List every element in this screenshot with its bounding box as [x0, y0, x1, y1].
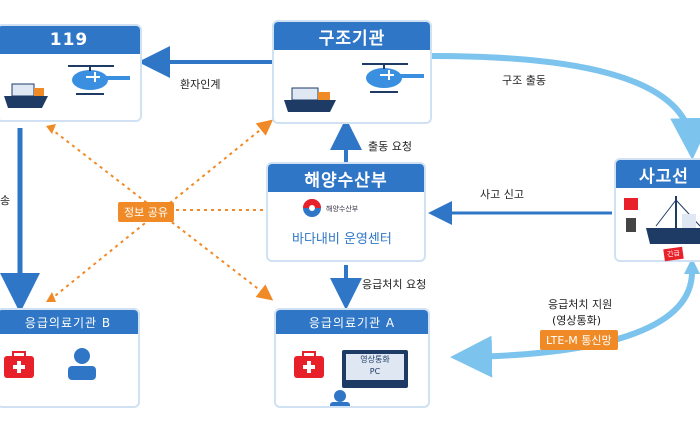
box-hospital-b-title: 응급의료기관 B — [0, 310, 138, 334]
box-119-title: 119 — [0, 26, 140, 54]
box-accident-ship: 사고선 — [614, 158, 700, 262]
arrow-rescue-dispatch — [431, 53, 700, 160]
label-dispatch-request: 출동 요청 — [368, 140, 412, 153]
info-share-head-tl — [46, 124, 56, 134]
label-rescue-dispatch: 구조 출동 — [502, 74, 546, 87]
label-support-line-1: 응급처치 지원 — [548, 298, 613, 311]
label-emergency-request: 응급처치 요청 — [362, 278, 427, 291]
first-aid-kit-icon — [294, 351, 324, 378]
badge-lte-network: LTE-M 통신망 — [540, 330, 618, 350]
first-aid-and-doctor-icon — [4, 348, 96, 380]
info-share-head-bl — [46, 292, 56, 302]
badge-info-share: 정보 공유 — [118, 202, 174, 222]
doctor-avatar-icon — [330, 390, 350, 406]
box-ministry-title: 해양수산부 — [268, 164, 424, 192]
box-hospital-a-title: 응급의료기관 A — [276, 310, 428, 334]
info-share-line-1 — [49, 127, 274, 301]
ship-helicopter-icon — [284, 63, 424, 112]
ship-helicopter-icon — [4, 65, 130, 108]
video-call-pc: 영상통화 PC — [342, 350, 408, 388]
box-119: 119 — [0, 24, 142, 122]
info-share-line-3 — [52, 126, 268, 128]
box-hospital-a: 응급의료기관 A 영상통화 PC — [274, 308, 430, 408]
label-left-cut: 송 — [0, 194, 11, 207]
pc-label-line-2: PC — [369, 367, 381, 376]
arrow-support-head-up — [684, 258, 700, 274]
label-support-line-2: (영상통화) — [552, 314, 602, 327]
box-rescue-agency: 구조기관 — [272, 20, 432, 124]
pc-label-line-1: 영상통화 — [360, 355, 390, 364]
label-patient-transfer: 환자인계 — [180, 78, 221, 91]
ministry-logo-text: 해양수산부 — [326, 205, 359, 213]
box-ministry: 해양수산부 — [266, 162, 426, 262]
arrow-emergency-support — [450, 271, 695, 378]
box-accident-title: 사고선 — [616, 160, 700, 188]
box-rescue-title: 구조기관 — [274, 22, 430, 50]
ministry-center-name: 바다내비 운영센터 — [292, 232, 392, 247]
accident-ship-icon — [624, 196, 700, 244]
ministry-logo-icon — [303, 199, 321, 217]
label-accident-report: 사고 신고 — [480, 188, 524, 201]
box-hospital-b: 응급의료기관 B — [0, 308, 140, 408]
video-call-pc-screen: 영상통화 PC — [346, 354, 404, 380]
